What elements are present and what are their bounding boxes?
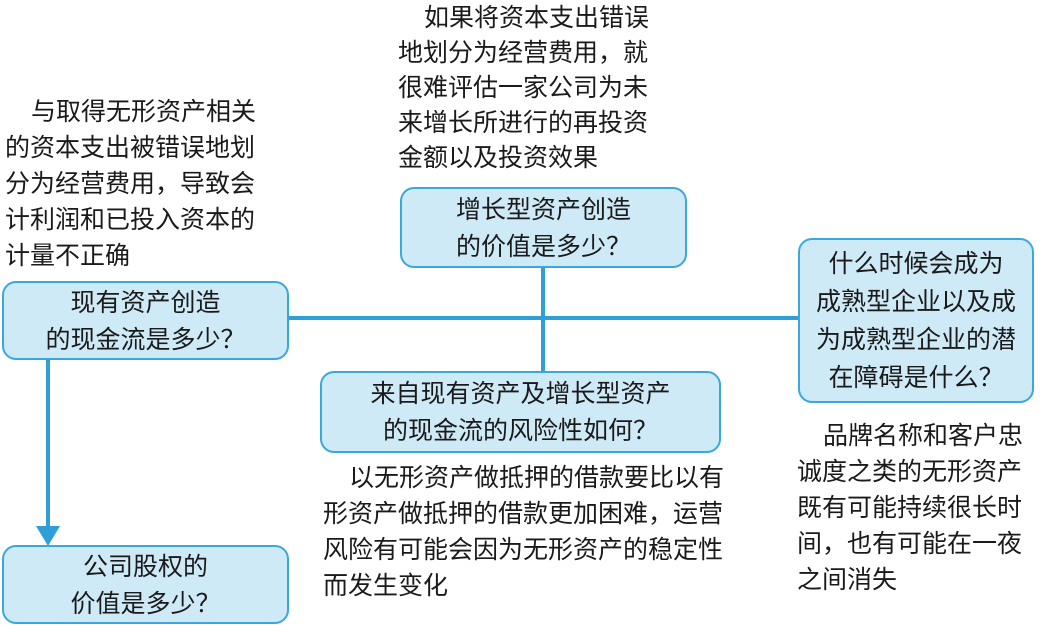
box-line: 来自现有资产及增长型资产 [370,379,671,408]
note-line: 分为经营费用，导致会 [5,169,256,198]
arrow-line [46,358,50,530]
equity-value-box: 公司股权的价值是多少？ [2,545,289,624]
note-line: 既有可能持续很长时 [797,493,1023,522]
box-line: 的现金流是多少？ [45,324,246,354]
note-top-center: 如果将资本支出错误地划分为经营费用，就很难评估一家公司为未来增长所进行的再投资金… [398,0,649,175]
note-line: 以无形资产做抵押的借款要比以有 [349,463,725,492]
note-line: 诚度之类的无形资产 [797,457,1023,486]
existing-assets-box: 现有资产创造的现金流是多少？ [2,281,289,360]
box-line: 现有资产创造 [70,287,221,317]
note-line: 而发生变化 [323,571,449,600]
box-line: 的价值是多少？ [455,231,631,261]
box-line: 公司股权的 [82,551,208,581]
mature-firm-box: 什么时候会成为成熟型企业以及成为成熟型企业的潜在障碍是什么？ [798,238,1034,403]
note-right: 品牌名称和客户忠诚度之类的无形资产既有可能持续很长时间，也有可能在一夜之间消失 [797,418,1023,598]
note-line: 金额以及投资效果 [398,143,599,172]
arrow-head-icon [36,526,60,546]
note-line: 的资本支出被错误地划 [5,133,256,162]
note-line: 地划分为经营费用，就 [398,38,649,67]
box-line: 为成熟型企业的潜 [815,324,1016,354]
box-line: 价值是多少？ [70,588,221,618]
box-line: 成熟型企业以及成 [815,286,1016,316]
note-line: 风险有可能会因为无形资产的稳定性 [323,535,724,564]
note-line: 间，也有可能在一夜 [797,529,1023,558]
risk-box: 来自现有资产及增长型资产的现金流的风险性如何？ [320,371,721,453]
note-line: 品牌名称和客户忠 [823,421,1024,450]
note-line: 计量不正确 [5,241,131,270]
vertical-connector [541,266,545,372]
note-line: 如果将资本支出错误 [424,3,650,32]
box-line: 的现金流的风险性如何？ [382,416,658,445]
box-line: 什么时候会成为 [828,248,1004,278]
box-line: 增长型资产创造 [455,194,631,224]
box-line: 在障碍是什么？ [828,362,1004,392]
note-line: 来增长所进行的再投资 [398,108,649,137]
growth-assets-box: 增长型资产创造的价值是多少？ [400,187,687,268]
note-line: 很难评估一家公司为未 [398,73,649,102]
note-top-left: 与取得无形资产相关的资本支出被错误地划分为经营费用，导致会计利润和已投入资本的计… [5,94,256,274]
note-bottom-center: 以无形资产做抵押的借款要比以有形资产做抵押的借款更加困难，运营风险有可能会因为无… [323,460,724,604]
note-line: 计利润和已投入资本的 [5,205,256,234]
note-line: 与取得无形资产相关 [31,97,257,126]
note-line: 之间消失 [797,565,898,594]
note-line: 形资产做抵押的借款更加困难，运营 [323,499,724,528]
